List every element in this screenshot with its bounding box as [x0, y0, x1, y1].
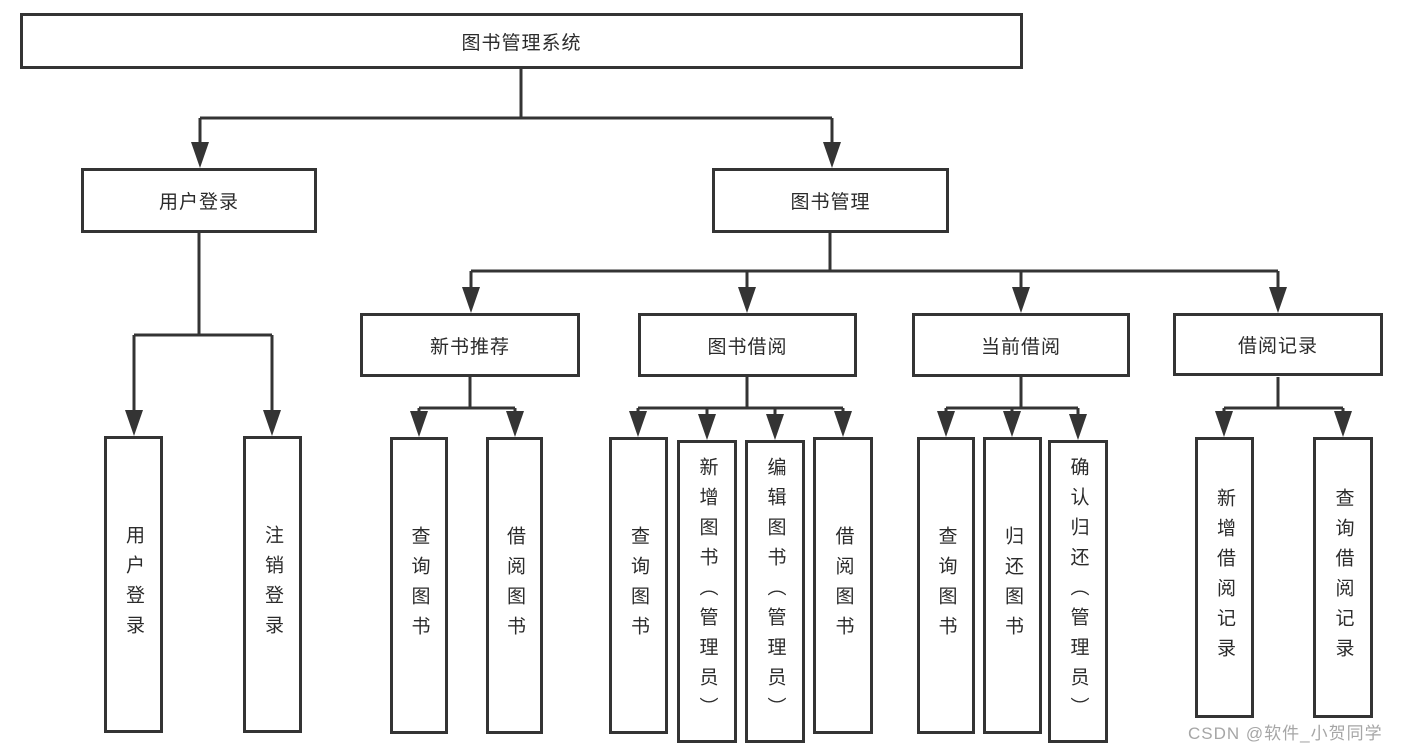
arrow-user-login [191, 142, 209, 168]
node-borrow-add-books: 新增图书（管理员） [677, 440, 737, 743]
node-borrow-records-label: 借阅记录 [1237, 336, 1318, 357]
arrow-current-borrow [1012, 287, 1030, 313]
node-records-add-record-label: 新增借阅记录 [1214, 487, 1235, 668]
node-book-management: 图书管理 [712, 168, 949, 233]
node-new-book-recommend: 新书推荐 [360, 313, 580, 377]
node-recommend-query-books-label: 查询图书 [408, 525, 430, 646]
node-root: 图书管理系统 [20, 13, 1023, 69]
connector-borrow-records [1222, 377, 1345, 415]
arrow-book-borrow [738, 287, 756, 313]
arrow-recommend-borrow [506, 411, 524, 437]
arrow-borrow-edit [766, 414, 784, 440]
arrow-current-confirm [1069, 414, 1087, 440]
node-borrow-edit-books: 编辑图书（管理员） [745, 440, 805, 743]
node-user-login-label: 用户登录 [158, 192, 239, 213]
arrow-user-login-action [125, 410, 143, 436]
arrow-borrow-query [629, 411, 647, 437]
node-current-borrow-label: 当前借阅 [980, 336, 1061, 358]
connector-book-borrow [636, 377, 845, 418]
arrow-current-return [1003, 411, 1021, 437]
node-records-add-record: 新增借阅记录 [1195, 437, 1254, 718]
node-book-borrow: 图书借阅 [638, 313, 857, 377]
connector-new-book-recommend [417, 377, 517, 415]
watermark: CSDN @软件_小贺同学 [1188, 724, 1383, 743]
node-new-book-recommend-label: 新书推荐 [429, 336, 510, 358]
node-current-query-books-label: 查询图书 [935, 525, 957, 646]
node-records-query-record-label: 查询借阅记录 [1332, 487, 1354, 668]
arrow-records-add [1215, 411, 1233, 437]
node-borrow-edit-books-label: 编辑图书（管理员） [764, 456, 786, 727]
node-user-login-action-label: 用户登录 [123, 524, 144, 645]
node-book-management-label: 图书管理 [790, 192, 871, 213]
node-borrow-borrow-books-label: 借阅图书 [832, 525, 854, 646]
connector-user-login [132, 233, 274, 414]
arrow-current-query [937, 411, 955, 437]
node-borrow-records: 借阅记录 [1173, 313, 1383, 376]
node-current-confirm-return-label: 确认归还（管理员） [1067, 456, 1089, 727]
node-current-query-books: 查询图书 [917, 437, 975, 734]
arrow-records-query [1334, 411, 1352, 437]
arrow-book-management [823, 142, 841, 168]
arrow-logout-action [263, 410, 281, 436]
node-current-borrow: 当前借阅 [912, 313, 1130, 377]
connector-book-management [469, 233, 1280, 291]
arrow-borrow-borrow [834, 411, 852, 437]
arrow-new-book-recommend [462, 287, 480, 313]
connector-root [198, 68, 834, 146]
node-current-confirm-return: 确认归还（管理员） [1048, 440, 1108, 743]
node-recommend-query-books: 查询图书 [390, 437, 448, 734]
arrow-borrow-records [1269, 287, 1287, 313]
node-borrow-borrow-books: 借阅图书 [813, 437, 873, 734]
arrow-borrow-add [698, 414, 716, 440]
arrow-recommend-query [410, 411, 428, 437]
node-recommend-borrow-books-label: 借阅图书 [504, 525, 525, 646]
connector-current-borrow [944, 377, 1080, 418]
node-borrow-add-books-label: 新增图书（管理员） [696, 456, 718, 727]
node-borrow-query-books-label: 查询图书 [628, 525, 649, 646]
node-current-return-books: 归还图书 [983, 437, 1042, 734]
node-records-query-record: 查询借阅记录 [1313, 437, 1373, 718]
node-user-login: 用户登录 [81, 168, 317, 233]
node-borrow-query-books: 查询图书 [609, 437, 668, 734]
node-logout-action-label: 注销登录 [262, 524, 283, 645]
node-book-borrow-label: 图书借阅 [707, 336, 788, 358]
node-current-return-books-label: 归还图书 [1002, 525, 1023, 646]
node-logout-action: 注销登录 [243, 436, 302, 733]
node-user-login-action: 用户登录 [104, 436, 163, 733]
node-root-label: 图书管理系统 [461, 32, 582, 54]
node-recommend-borrow-books: 借阅图书 [486, 437, 543, 734]
